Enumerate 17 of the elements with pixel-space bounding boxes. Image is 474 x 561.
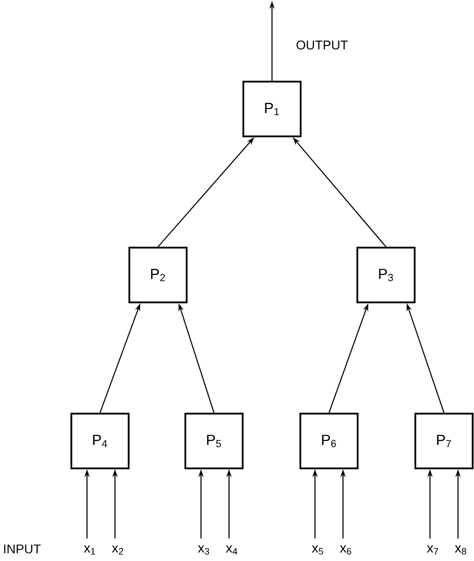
input-variable: x$_{7}$	[426, 545, 438, 555]
process-box: P$_{4}$	[70, 412, 130, 470]
input-variable: x$_{8}$	[454, 545, 466, 555]
signal-label: INPUT	[4, 544, 41, 554]
input-variable: x$_{6}$	[340, 545, 352, 555]
input-variable: x$_{1}$	[84, 545, 96, 555]
input-variable: x$_{3}$	[198, 545, 210, 555]
signal-label: OUTPUT	[296, 40, 348, 50]
process-box: P$_{5}$	[184, 412, 244, 470]
process-box: P$_{1}$	[242, 80, 302, 138]
process-box: P$_{3}$	[356, 246, 416, 304]
input-variable: x$_{5}$	[312, 545, 324, 555]
input-variable: x$_{2}$	[112, 545, 124, 555]
process-box: P$_{2}$	[128, 246, 188, 304]
process-box: P$_{7}$	[414, 412, 474, 470]
process-box: P$_{6}$	[299, 412, 359, 470]
input-variable: x$_{4}$	[226, 545, 238, 555]
